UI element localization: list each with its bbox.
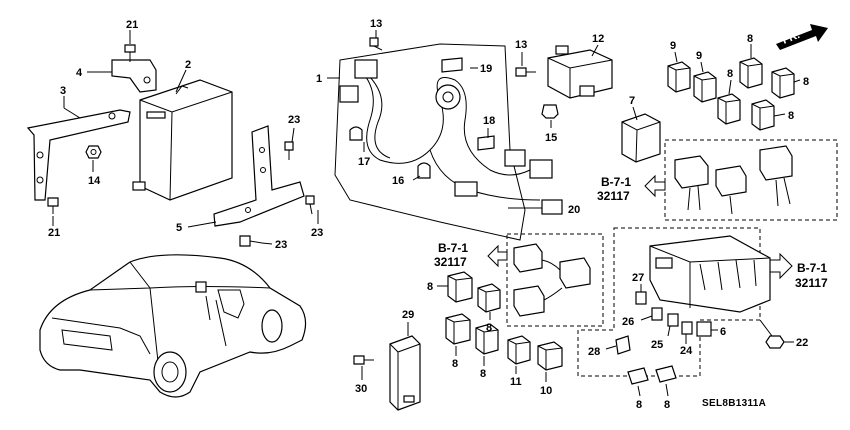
bolt-23-lower (239, 235, 263, 247)
control-unit-7 (621, 113, 661, 163)
callout-1: 1 (316, 73, 322, 85)
callout-8-top: 8 (747, 33, 753, 45)
callout-13-right: 13 (515, 39, 527, 51)
control-module (132, 79, 233, 201)
bolt-bottom-left (47, 197, 59, 214)
callout-30: 30 (355, 383, 367, 395)
callout-12: 12 (592, 33, 604, 45)
upper-bracket (111, 59, 157, 93)
bolt-23-upper (284, 141, 294, 160)
diagram-code: SEL8B1311A (702, 398, 766, 409)
callout-16: 16 (392, 175, 404, 187)
callout-21-bottom: 21 (48, 227, 60, 239)
connector-inset-upper (664, 139, 838, 221)
callout-4: 4 (76, 67, 83, 79)
callout-5: 5 (176, 222, 182, 234)
ref-section-middle: B-7-1 (438, 241, 468, 255)
callout-7: 7 (629, 95, 635, 107)
connector-inset-middle (506, 233, 604, 327)
callout-9-b: 9 (696, 50, 702, 62)
callout-3: 3 (60, 85, 66, 97)
direction-label: FR. (781, 29, 802, 47)
callout-28: 28 (588, 346, 600, 358)
callout-8-mid: 8 (727, 68, 733, 80)
callout-8-d: 8 (480, 368, 486, 380)
callout-8-c: 8 (452, 358, 458, 370)
ref-section-right: B-7-1 (797, 261, 827, 275)
callout-20: 20 (568, 204, 580, 216)
ecu-bracket (213, 125, 305, 227)
callout-14: 14 (88, 175, 101, 187)
ref-partnum-middle: 32117 (434, 255, 467, 269)
callout-8-left: 8 (427, 281, 433, 293)
relays-lower-left (445, 271, 563, 371)
callout-9-a: 9 (670, 40, 676, 52)
fuse-relay-box (649, 235, 771, 313)
reference-right: B-7-1 32117 (795, 261, 828, 290)
callout-15: 15 (545, 132, 557, 144)
nut-22 (765, 335, 785, 349)
callout-11: 11 (510, 376, 522, 388)
wire-harness (339, 57, 563, 215)
ref-arrow-right (769, 252, 793, 280)
harness-outline (334, 43, 526, 241)
callout-23-upper: 23 (288, 114, 300, 126)
bolt-13-right (515, 67, 536, 77)
front-direction-arrow (776, 24, 828, 50)
cover-29 (389, 335, 421, 411)
ref-partnum-upper: 32117 (597, 189, 630, 203)
callout-21-top: 21 (126, 19, 138, 31)
bolt-23-right (305, 195, 315, 215)
callout-29: 29 (402, 309, 414, 321)
callout-8-lower: 8 (788, 110, 794, 122)
callout-8-b: 8 (486, 322, 492, 334)
relays-bottom-right (627, 365, 677, 385)
relay-bracket (547, 45, 613, 99)
reference-middle: B-7-1 32117 (434, 241, 468, 269)
connectors-middle (513, 243, 591, 317)
callout-6: 6 (720, 326, 726, 338)
callout-27: 27 (632, 272, 644, 284)
reference-upper: B-7-1 32117 (597, 175, 631, 203)
callout-19: 19 (480, 63, 492, 75)
ref-arrow-upper (644, 174, 666, 198)
callout-23-right: 23 (311, 227, 323, 239)
callout-8-right: 8 (803, 76, 809, 88)
callout-24: 24 (680, 345, 693, 357)
callout-25: 25 (651, 339, 663, 351)
connectors-upper (674, 145, 793, 215)
clip-15 (541, 104, 559, 119)
ref-partnum-right: 32117 (795, 276, 828, 290)
bolt-30 (353, 355, 374, 365)
callout-13-left: 13 (370, 18, 382, 30)
callout-8-e: 8 (636, 399, 642, 411)
callout-18: 18 (483, 115, 495, 127)
callout-2: 2 (185, 59, 191, 71)
nut-14 (85, 145, 102, 159)
long-bracket (26, 109, 131, 201)
callout-23-lower: 23 (275, 239, 287, 251)
callout-22: 22 (796, 337, 808, 349)
callout-26: 26 (622, 316, 634, 328)
ref-section-upper: B-7-1 (601, 175, 631, 189)
vehicle-locator (39, 254, 307, 398)
bolt-13-harness (369, 37, 383, 51)
ref-arrow-middle (487, 244, 508, 268)
callout-8-f: 8 (664, 399, 670, 411)
callout-17: 17 (358, 156, 370, 168)
bolt-top (124, 44, 136, 62)
callout-10: 10 (540, 385, 552, 397)
relay-group-top (667, 57, 795, 131)
